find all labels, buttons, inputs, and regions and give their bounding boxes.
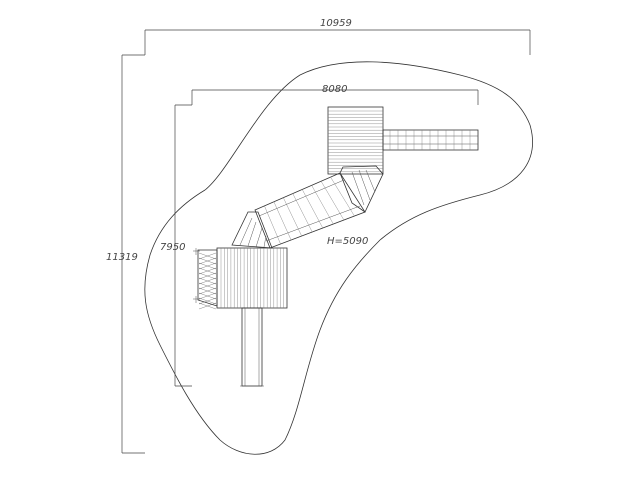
horizontal-ladder bbox=[382, 129, 479, 151]
net-strand bbox=[198, 262, 217, 270]
diagonal-bridge bbox=[254, 172, 366, 249]
net-strand bbox=[198, 257, 217, 265]
safety-zone-outline bbox=[144, 61, 533, 455]
bridge-slat bbox=[264, 205, 281, 245]
net-strand bbox=[198, 292, 217, 300]
bridge-slat bbox=[292, 193, 313, 233]
upper-tower-platform bbox=[327, 106, 384, 175]
lower-tower-platform bbox=[216, 247, 288, 309]
net-strand bbox=[198, 272, 217, 280]
net-strand bbox=[198, 267, 217, 275]
dimension-inner-height: 7950 bbox=[160, 104, 192, 387]
bridge-slat bbox=[302, 189, 323, 229]
slide bbox=[240, 307, 264, 387]
inner-width-label: 8080 bbox=[322, 84, 347, 95]
dimension-overall-height: 11319 bbox=[106, 54, 145, 454]
upper-roof bbox=[339, 165, 384, 213]
bridge-slat bbox=[311, 185, 334, 225]
bridge-slat bbox=[273, 201, 292, 241]
net-strand bbox=[198, 277, 217, 285]
dimension-inner-width: 8080 bbox=[191, 84, 479, 105]
climbing-net bbox=[193, 248, 218, 310]
net-strand bbox=[198, 302, 217, 310]
bridge-slat bbox=[283, 197, 302, 237]
overall-height-label: 11319 bbox=[106, 252, 138, 263]
overall-width-label: 10959 bbox=[320, 18, 352, 29]
lower-roof bbox=[231, 211, 273, 249]
inner-height-label: 7950 bbox=[160, 242, 185, 253]
bridge-slat bbox=[330, 177, 355, 217]
net-strand bbox=[198, 282, 217, 290]
net-strand bbox=[198, 297, 217, 305]
platform-height-label: H=5090 bbox=[327, 236, 368, 247]
bridge-slat bbox=[320, 181, 345, 221]
dimension-overall-width: 10959 bbox=[144, 18, 531, 55]
net-strand bbox=[198, 287, 217, 295]
net-strand bbox=[198, 252, 217, 260]
